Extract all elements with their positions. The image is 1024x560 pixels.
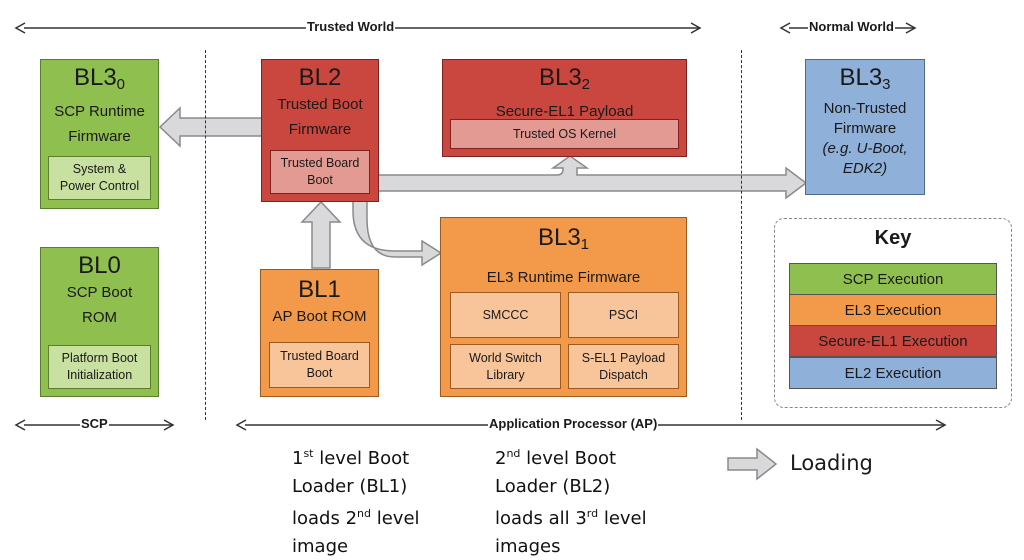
bl33-example-2: EDK2) [806,159,924,179]
bl33-desc-1: Non-Trusted [806,99,924,119]
key-item-el3-execution: EL3 Execution [789,294,997,326]
loading-legend-arrow [728,449,776,479]
bl30-block: BL30 SCP Runtime Firmware System &Power … [40,59,159,209]
ap-label: Application Processor (AP) [488,416,658,431]
normal-world-label: Normal World [808,19,895,34]
bl1-note-line-2: Loader (BL1) [292,473,420,501]
bl31-psci: PSCI [568,292,679,338]
bl31-smccc: SMCCC [450,292,561,338]
bl31-desc: EL3 Runtime Firmware [441,265,686,290]
bl0-desc-1: SCP Boot [41,280,158,305]
secure-normal-divider [741,50,742,420]
scp-label: SCP [80,416,109,431]
bl2-note-line-2: Loader (BL2) [495,473,647,501]
arrow-bl2-to-bl30 [160,108,262,146]
bl33-block: BL33 Non-Trusted Firmware (e.g. U-Boot, … [805,59,925,195]
bl1-title: BL1 [261,276,378,304]
bl2-desc-2: Firmware [262,117,378,142]
bl2-note-line-3: loads all 3rd level [495,500,647,533]
bl32-block: BL32 Secure-EL1 Payload Trusted OS Kerne… [442,59,687,157]
bl33-title: BL33 [806,64,924,99]
bl31-title: BL31 [441,224,686,259]
bl1-note: 1st level Boot Loader (BL1) loads 2nd le… [292,440,420,560]
bl31-block: BL31 EL3 Runtime Firmware SMCCC PSCI Wor… [440,217,687,397]
trusted-world-label: Trusted World [306,19,395,34]
bl1-note-line-3: loads 2nd level [292,500,420,533]
bl32-trusted-os-kernel: Trusted OS Kernel [450,119,679,149]
scp-ap-divider [205,50,206,420]
bl30-title: BL30 [41,64,158,99]
bl30-system-power-control: System &Power Control [48,156,151,200]
key-panel: Key SCP Execution EL3 Execution Secure-E… [774,218,1012,408]
bl2-note-line-1: 2nd level Boot [495,440,647,473]
bl2-desc-1: Trusted Boot [262,92,378,117]
key-item-secure-el1-execution: Secure-EL1 Execution [789,325,997,357]
bl1-note-line-1: 1st level Boot [292,440,420,473]
bl33-example-1: (e.g. U-Boot, [806,139,924,159]
key-item-el2-execution: EL2 Execution [789,357,997,389]
bl30-desc-2: Firmware [41,124,158,149]
bl2-note-line-4: images [495,533,647,560]
loading-legend-label: Loading [790,451,873,475]
key-item-scp-execution: SCP Execution [789,263,997,295]
bl2-note: 2nd level Boot Loader (BL2) loads all 3r… [495,440,647,560]
arrow-bl1-to-bl2 [302,202,340,268]
bl30-desc-1: SCP Runtime [41,99,158,124]
key-title: Key [775,227,1011,250]
bl1-note-line-4: image [292,533,420,560]
bl2-title: BL2 [262,64,378,92]
bl1-desc: AP Boot ROM [261,304,378,329]
bl33-desc-2: Firmware [806,119,924,139]
bl0-desc-2: ROM [41,305,158,330]
bl0-title: BL0 [41,252,158,280]
bl32-title: BL32 [443,64,686,99]
